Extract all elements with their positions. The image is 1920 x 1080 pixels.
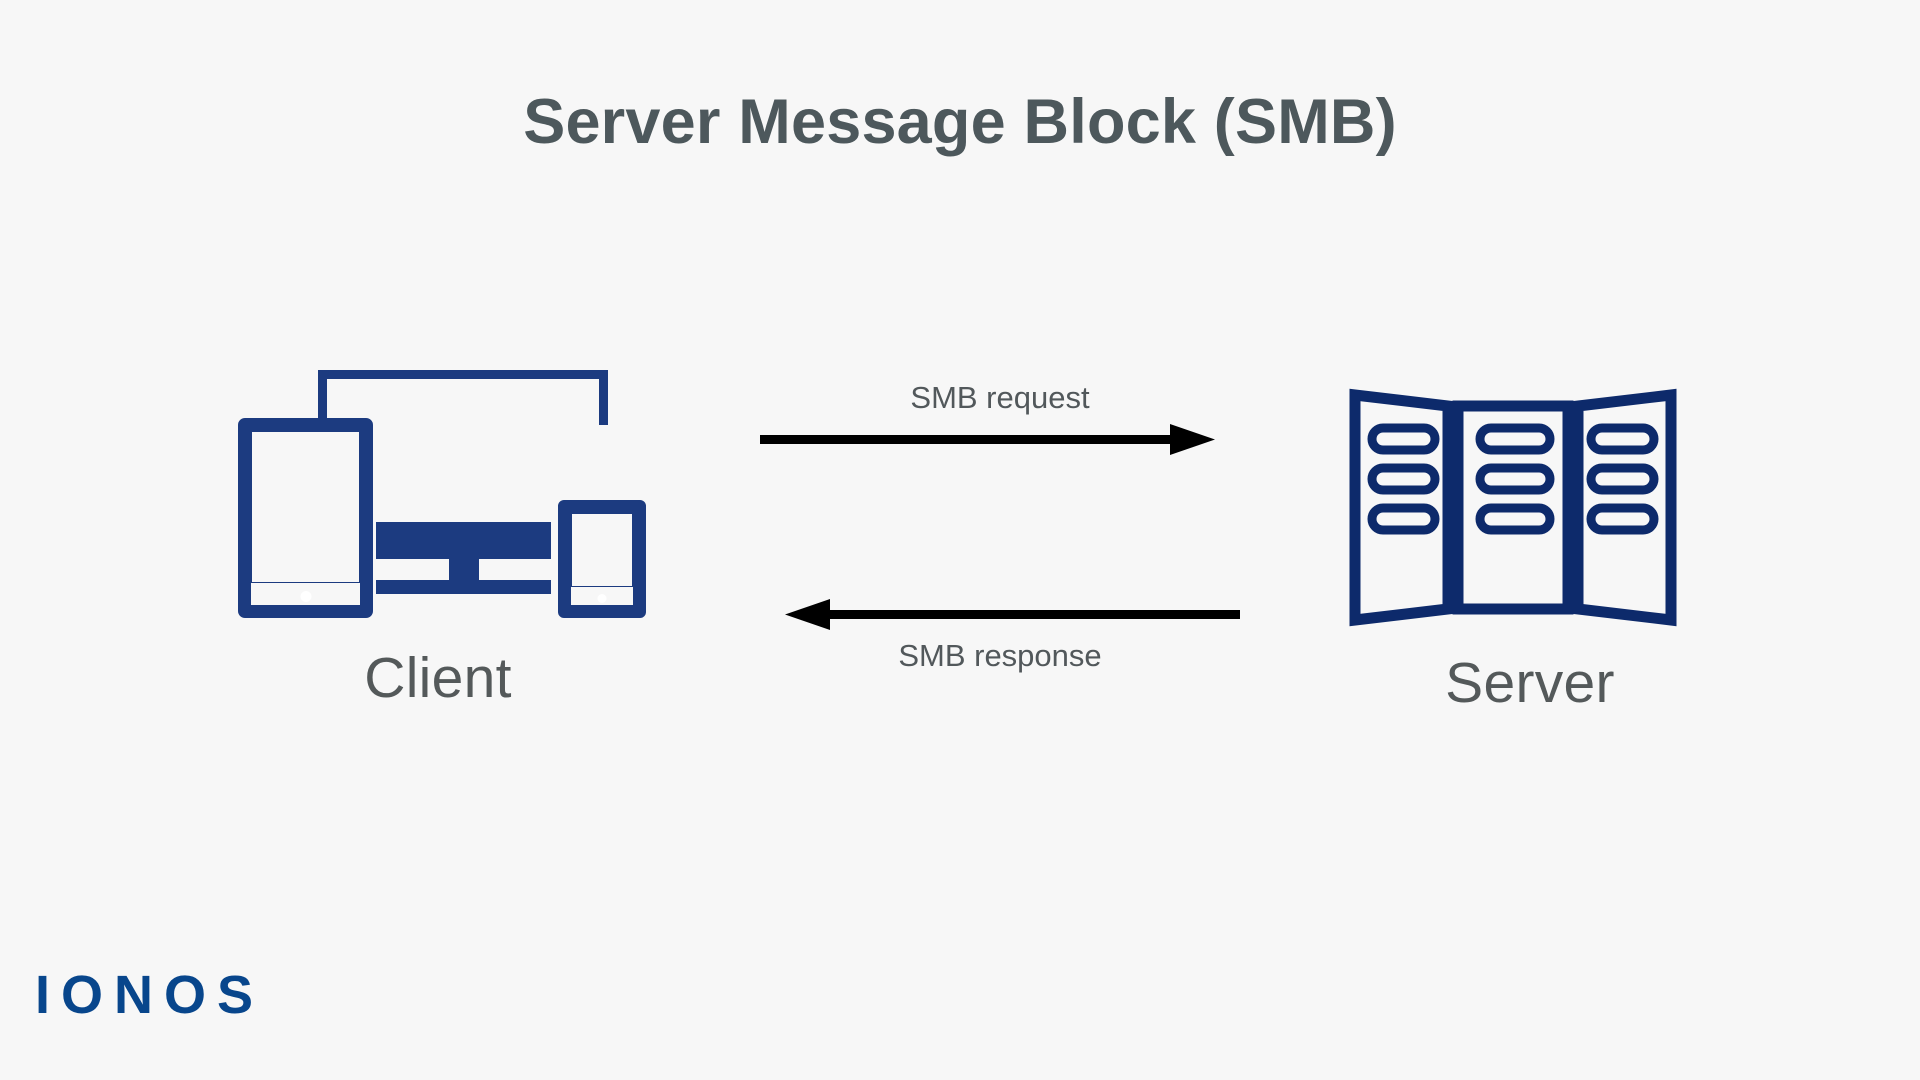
ionos-logo: IONOS: [35, 965, 265, 1025]
server-rack-svg: [1349, 388, 1677, 627]
server-slots-right: [1586, 423, 1659, 535]
monitor-screen: [376, 522, 551, 559]
server-label: Server: [1445, 651, 1615, 715]
monitor-base: [376, 580, 551, 594]
server-slots-left: [1367, 423, 1440, 535]
tablet-icon: [238, 418, 373, 618]
smb-response-label: SMB response: [898, 638, 1102, 673]
monitor-stand: [448, 559, 479, 580]
arrow-left-icon: [785, 599, 1240, 630]
message-flow-group: SMB request SMB response: [760, 380, 1240, 673]
message-arrows-svg: [760, 424, 1240, 630]
desktop-monitor-icon: [376, 522, 551, 594]
phone-home-button-icon: [597, 594, 607, 603]
server-panel-center: [1452, 400, 1574, 615]
server-panel-left: [1349, 388, 1454, 627]
client-label: Client: [364, 646, 512, 710]
client-devices-icon: [228, 370, 648, 640]
phone-screen: [571, 513, 633, 587]
device-connector-bracket: [318, 370, 608, 425]
smb-request-label: SMB request: [910, 380, 1090, 415]
smartphone-icon: [558, 500, 646, 618]
arrow-right-icon: [760, 424, 1215, 455]
tablet-screen: [251, 431, 360, 583]
server-slots-center: [1475, 423, 1555, 535]
page-title: Server Message Block (SMB): [523, 87, 1397, 157]
server-panel-right: [1572, 388, 1677, 627]
server-rack-icon: [1348, 385, 1678, 630]
tablet-home-button-icon: [300, 591, 311, 602]
